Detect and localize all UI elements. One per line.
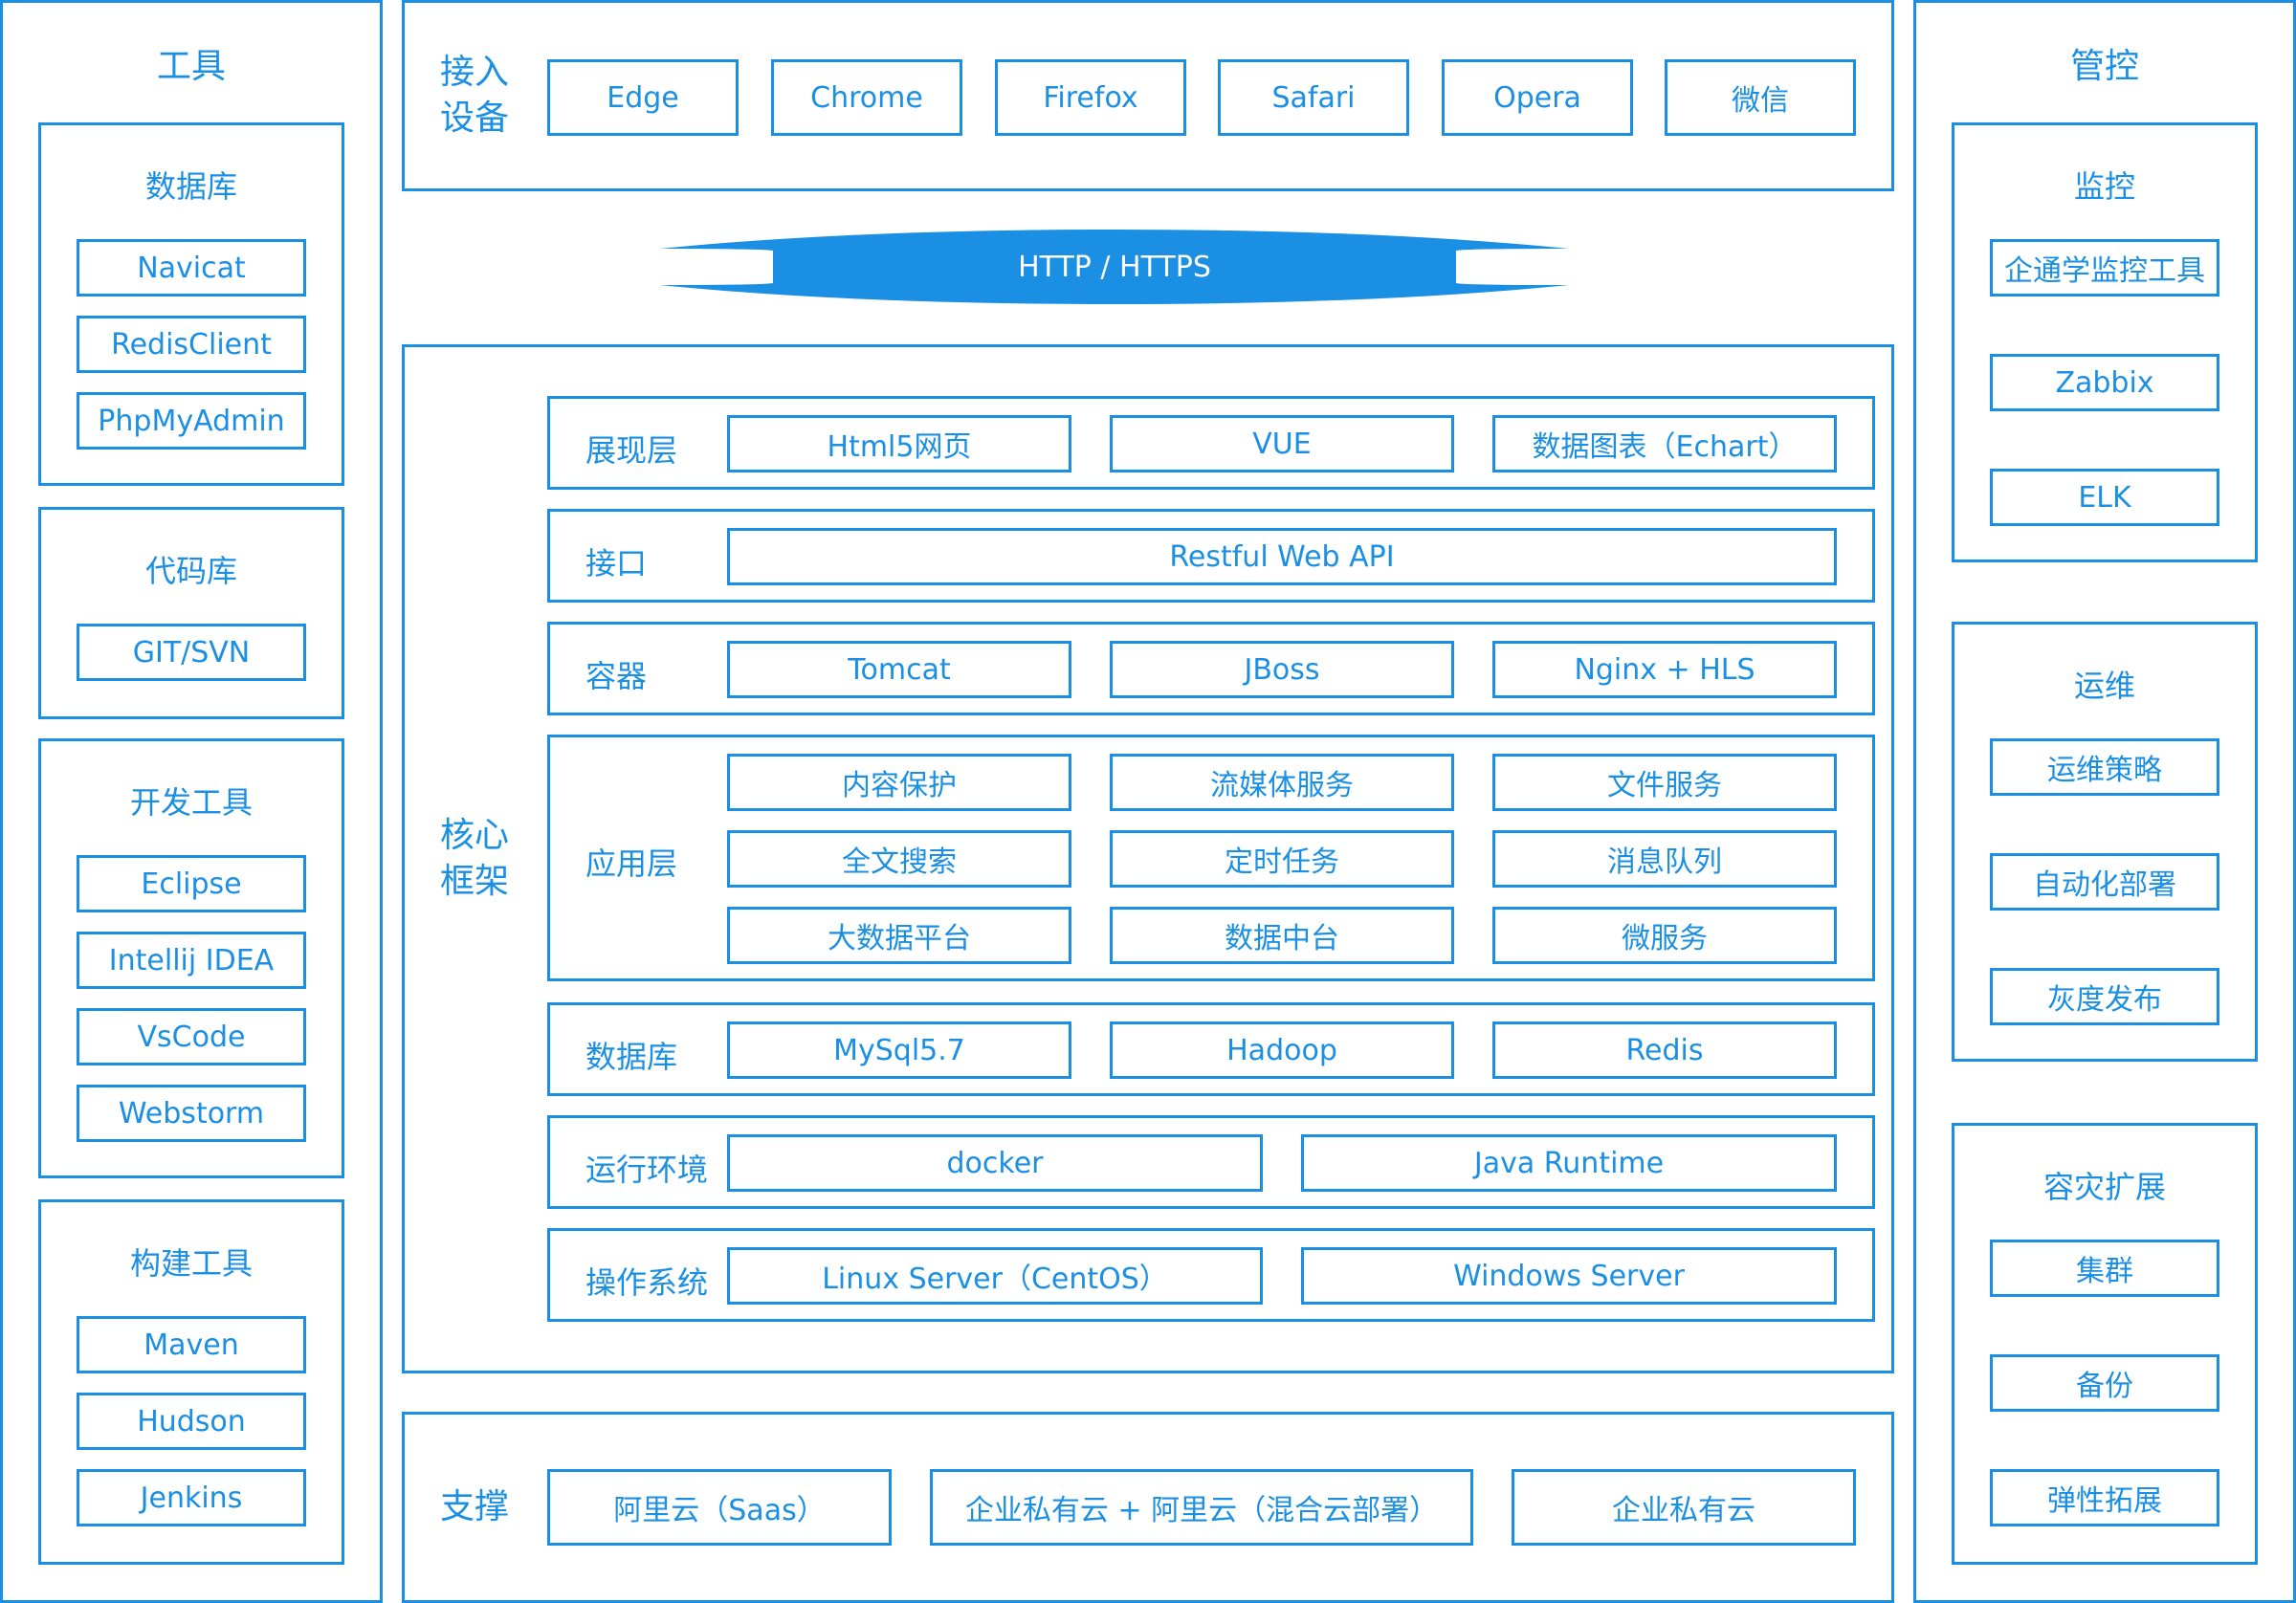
control-gray-release: 灰度发布 <box>1990 968 2219 1025</box>
core-tomcat: Tomcat <box>727 641 1071 698</box>
protocol-label: HTTP / HTTPS <box>1018 250 1211 284</box>
core-row-application-label: 应用层 <box>585 845 678 882</box>
access-label-line2: 设备 <box>440 99 510 138</box>
core-jboss: JBoss <box>1110 641 1454 698</box>
access-label: 接入 设备 <box>440 50 509 142</box>
control-monitor-tool: 企通学监控工具 <box>1990 239 2219 296</box>
control-elastic-scale: 弹性拓展 <box>1990 1469 2219 1526</box>
core-restful-api: Restful Web API <box>727 528 1837 585</box>
core-java-runtime: Java Runtime <box>1301 1134 1837 1192</box>
tools-group-repo-title: 代码库 <box>144 553 237 589</box>
access-safari: Safari <box>1218 59 1409 136</box>
protocol-banner: HTTP / HTTPS <box>660 230 1569 304</box>
support-hybrid-cloud: 企业私有云 + 阿里云（混合云部署） <box>930 1469 1473 1546</box>
core-windows-server: Windows Server <box>1301 1247 1837 1305</box>
support-aliyun-saas: 阿里云（Saas） <box>547 1469 892 1546</box>
core-row-database-label: 数据库 <box>585 1039 678 1075</box>
access-label-line1: 接入 <box>440 53 510 92</box>
core-data-middle-platform: 数据中台 <box>1110 907 1454 964</box>
control-elk: ELK <box>1990 469 2219 526</box>
core-label: 核心 框架 <box>440 813 509 905</box>
control-backup: 备份 <box>1990 1354 2219 1412</box>
tool-redisclient: RedisClient <box>77 316 306 373</box>
tool-jenkins: Jenkins <box>77 1469 306 1526</box>
core-row-container-label: 容器 <box>585 658 648 694</box>
access-opera: Opera <box>1442 59 1633 136</box>
core-echart: 数据图表（Echart） <box>1492 415 1837 472</box>
tool-webstorm: Webstorm <box>77 1085 306 1142</box>
core-row-interface-label: 接口 <box>585 545 648 582</box>
core-row-presentation-label: 展现层 <box>585 432 678 469</box>
tools-group-database-title: 数据库 <box>144 168 237 205</box>
core-mysql: MySql5.7 <box>727 1021 1071 1079</box>
control-auto-deploy: 自动化部署 <box>1990 853 2219 911</box>
control-title: 管控 <box>2069 47 2139 86</box>
tools-group-ide-title: 开发工具 <box>129 784 253 821</box>
tool-git-svn: GIT/SVN <box>77 624 306 681</box>
tools-title: 工具 <box>156 47 226 86</box>
tool-eclipse: Eclipse <box>77 855 306 912</box>
core-file-service: 文件服务 <box>1492 754 1837 811</box>
core-scheduled-task: 定时任务 <box>1110 830 1454 888</box>
control-cluster: 集群 <box>1990 1240 2219 1297</box>
core-content-protection: 内容保护 <box>727 754 1071 811</box>
core-streaming-service: 流媒体服务 <box>1110 754 1454 811</box>
tool-maven: Maven <box>77 1316 306 1373</box>
tool-vscode: VsCode <box>77 1008 306 1065</box>
core-nginx: Nginx + HLS <box>1492 641 1837 698</box>
control-ops-strategy: 运维策略 <box>1990 738 2219 796</box>
core-row-runtime-label: 运行环境 <box>585 1152 709 1188</box>
control-group-ops-title: 运维 <box>2073 668 2135 704</box>
core-label-line1: 核心 <box>440 816 510 855</box>
control-zabbix: Zabbix <box>1990 354 2219 411</box>
core-hadoop: Hadoop <box>1110 1021 1454 1079</box>
tool-navicat: Navicat <box>77 239 306 296</box>
access-edge: Edge <box>547 59 739 136</box>
access-firefox: Firefox <box>995 59 1186 136</box>
core-message-queue: 消息队列 <box>1492 830 1837 888</box>
core-vue: VUE <box>1110 415 1454 472</box>
tool-intellij: Intellij IDEA <box>77 932 306 989</box>
core-microservice: 微服务 <box>1492 907 1837 964</box>
support-private-cloud: 企业私有云 <box>1512 1469 1856 1546</box>
core-html5: Html5网页 <box>727 415 1071 472</box>
access-wechat: 微信 <box>1665 59 1856 136</box>
core-linux-server: Linux Server（CentOS） <box>727 1247 1263 1305</box>
tools-group-repo <box>38 507 344 719</box>
tool-hudson: Hudson <box>77 1393 306 1450</box>
core-row-os-label: 操作系统 <box>585 1264 709 1301</box>
control-group-dr-title: 容灾扩展 <box>2042 1169 2166 1205</box>
core-label-line2: 框架 <box>440 862 510 901</box>
core-docker: docker <box>727 1134 1263 1192</box>
control-group-monitor-title: 监控 <box>2073 168 2135 205</box>
access-chrome: Chrome <box>771 59 962 136</box>
tools-group-build-title: 构建工具 <box>129 1245 253 1282</box>
core-bigdata-platform: 大数据平台 <box>727 907 1071 964</box>
core-fulltext-search: 全文搜索 <box>727 830 1071 888</box>
protocol-banner-shape <box>660 230 1569 304</box>
support-label: 支撑 <box>440 1487 510 1526</box>
core-redis: Redis <box>1492 1021 1837 1079</box>
tool-phpmyadmin: PhpMyAdmin <box>77 392 306 450</box>
